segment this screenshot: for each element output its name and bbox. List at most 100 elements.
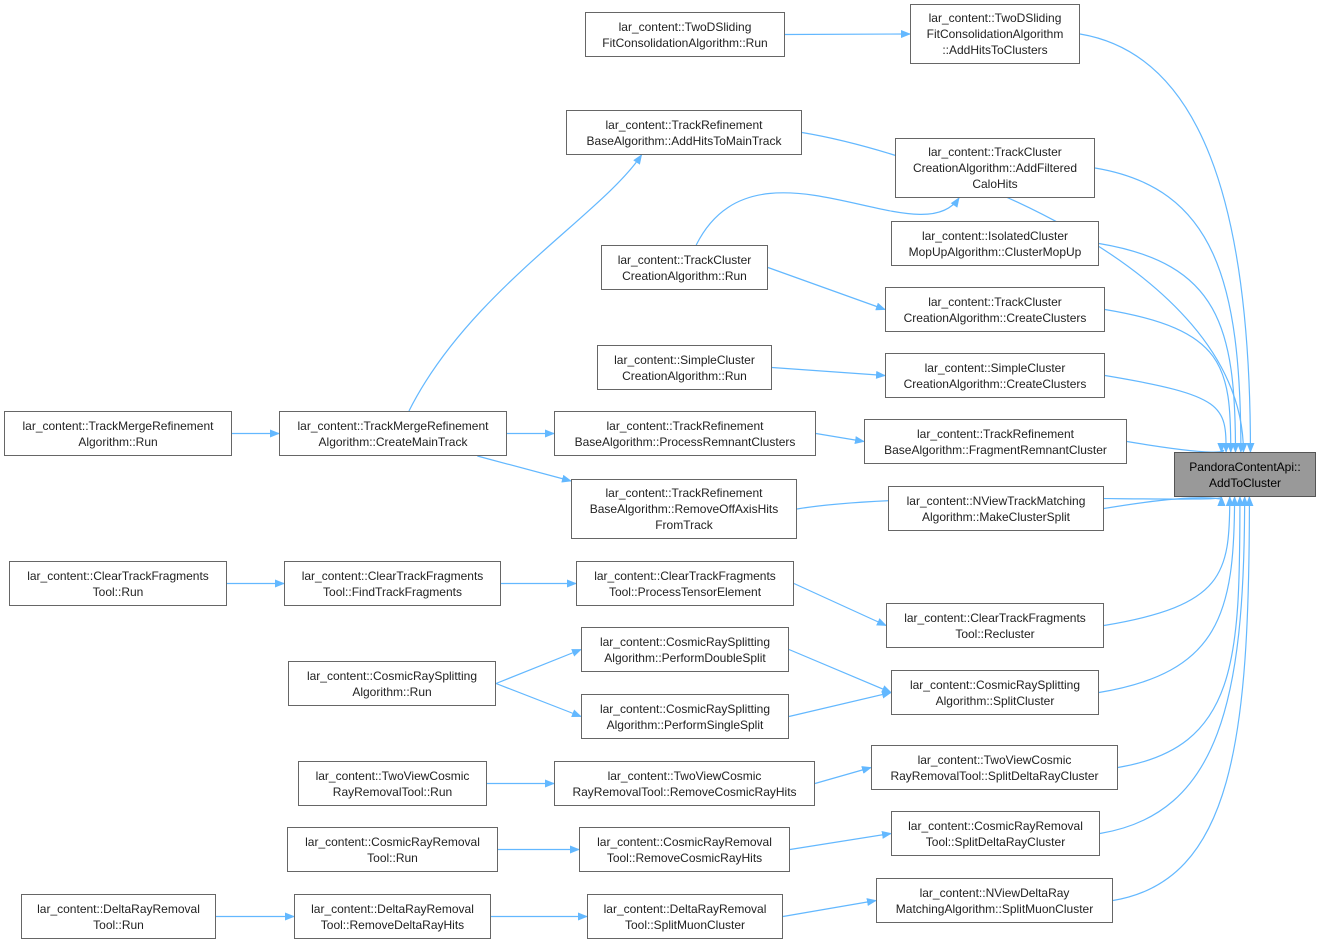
node-label-line: CreationAlgorithm::CreateClusters <box>903 376 1087 391</box>
node-label-line: Algorithm::SplitCluster <box>935 693 1055 708</box>
node-label-line: Algorithm::MakeClusterSplit <box>921 509 1071 524</box>
edge-tcc-run-to-tcc-create <box>767 266 886 311</box>
node-label-line: FitConsolidationAlgorithm <box>926 27 1064 41</box>
edge-crr-split-to-add-to-cluster <box>1099 496 1249 835</box>
edge-twod-addhits-to-add-to-cluster <box>1079 33 1255 453</box>
node-label-line: lar_content::ClearTrackFragments <box>301 568 484 583</box>
edge-crs-run-to-crs-single <box>495 682 582 718</box>
edge-tcc-create-to-add-to-cluster <box>1104 308 1235 453</box>
edge-twod-run-to-twod-addhits <box>784 30 911 39</box>
edge-tvcr-split-to-add-to-cluster <box>1117 496 1244 769</box>
edge-scc-run-to-scc-create <box>771 366 886 379</box>
node-label-line: Algorithm::CreateMainTrack <box>318 434 468 449</box>
node-label-line: Algorithm::PerformSingleSplit <box>606 717 764 732</box>
node-label-line: lar_content::TwoViewCosmic <box>917 752 1072 767</box>
edge-tmr-createmain-to-trb-addhits-main <box>408 154 643 412</box>
node-label-line: AddToCluster <box>1208 475 1282 490</box>
node-label-line: lar_content::CosmicRayRemoval <box>597 834 772 849</box>
node-label-line: lar_content::DeltaRayRemoval <box>311 901 474 916</box>
edge-tmr-createmain-to-trb-removeoff <box>477 455 572 483</box>
node-label-line: lar_content::TrackMergeRefinement <box>22 418 214 433</box>
node-label-line: lar_content::CosmicRaySplitting <box>909 677 1081 692</box>
node-label-line: lar_content::TwoDSliding <box>928 11 1062 25</box>
node-label-line: BaseAlgorithm::RemoveOffAxisHits <box>589 502 779 516</box>
node-label-line: ::AddHitsToClusters <box>942 43 1048 57</box>
node-label-line: lar_content::TrackRefinement <box>605 486 763 500</box>
node-label-line: FromTrack <box>655 518 713 532</box>
edge-nvtm-split-to-add-to-cluster <box>1103 496 1226 510</box>
node-label-line: Tool::RemoveDeltaRayHits <box>320 917 465 932</box>
edge-tcc-run-to-tcc-addfiltered <box>695 192 960 246</box>
node-label-line: lar_content::NViewDeltaRay <box>919 885 1070 900</box>
edge-drr-split-to-nvdr-split <box>782 898 877 918</box>
node-label-line: BaseAlgorithm::AddHitsToMainTrack <box>586 133 782 148</box>
node-label-line: RayRemovalTool::Run <box>332 784 453 799</box>
node-label-line: lar_content::TwoDSliding <box>618 19 752 34</box>
node-label-line: CreationAlgorithm::Run <box>622 368 747 383</box>
node-label-line: lar_content::ClearTrackFragments <box>594 568 776 583</box>
node-label-line: RayRemovalTool::RemoveCosmicRayHits <box>572 784 797 799</box>
node-label-line: lar_content::CosmicRaySplitting <box>599 701 771 716</box>
node-label-line: lar_content::TrackMergeRefinement <box>297 418 489 433</box>
node-label-line: CreationAlgorithm::Run <box>622 268 747 283</box>
node-label-line: FitConsolidationAlgorithm::Run <box>602 35 768 50</box>
node-label-line: lar_content::IsolatedCluster <box>921 228 1069 243</box>
node-label-line: lar_content::TwoViewCosmic <box>315 768 470 783</box>
node-label-line: lar_content::TrackRefinement <box>605 117 763 132</box>
node-label-line: lar_content::TrackCluster <box>928 145 1062 159</box>
node-label-line: BaseAlgorithm::FragmentRemnantCluster <box>884 442 1107 457</box>
node-label-line: lar_content::TrackRefinement <box>606 418 764 433</box>
edge-trb-fragment-to-add-to-cluster <box>1126 440 1226 453</box>
node-label-line: lar_content::SimpleCluster <box>614 352 755 367</box>
node-label-line: Tool::FindTrackFragments <box>323 584 462 599</box>
node-label-line: Tool::SplitMuonCluster <box>624 917 746 932</box>
node-label-line: lar_content::DeltaRayRemoval <box>37 901 200 916</box>
node-label-line: Tool::Run <box>93 917 144 932</box>
node-label-line: lar_content::SimpleCluster <box>924 360 1066 375</box>
node-label-line: Algorithm::Run <box>352 684 432 699</box>
edge-crs-single-to-crs-split <box>788 690 892 718</box>
node-label-line: CaloHits <box>972 177 1018 191</box>
node-label-line: lar_content::TrackCluster <box>617 252 752 267</box>
node-label-line: lar_content::CosmicRayRemoval <box>305 834 480 849</box>
node-label-line: PandoraContentApi:: <box>1189 459 1301 474</box>
node-label-line: lar_content::ClearTrackFragments <box>27 568 209 583</box>
node-label-line: Algorithm::Run <box>78 434 158 449</box>
node-label-line: Algorithm::PerformDoubleSplit <box>604 650 766 665</box>
node-label-line: lar_content::DeltaRayRemoval <box>603 901 767 916</box>
